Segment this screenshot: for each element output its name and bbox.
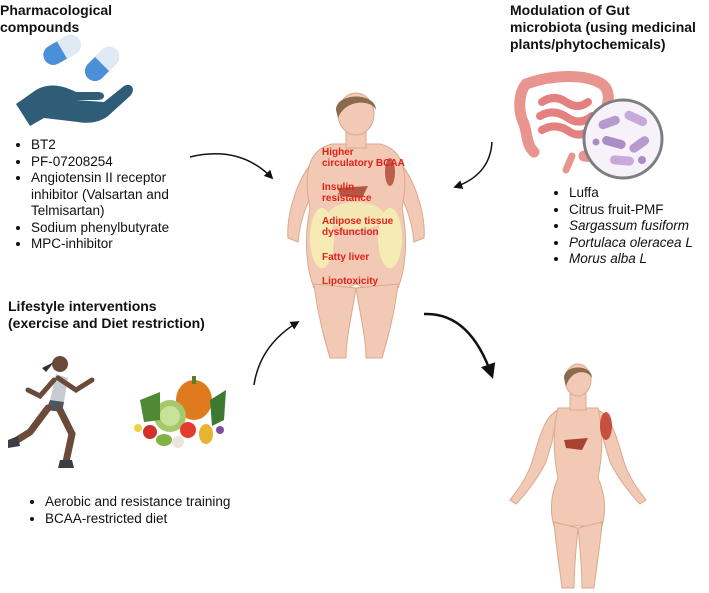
lifestyle-item: Aerobic and resistance training [45, 494, 245, 511]
arrow-gut-to-body [453, 141, 493, 189]
gut-title-line1: Modulation of Gut [510, 2, 630, 18]
lifestyle-title-line2: (exercise and Diet restriction) [8, 315, 205, 331]
pharma-title-line1: Pharmacological [0, 2, 113, 18]
arrow-lifestyle-to-body [253, 321, 300, 386]
pharma-title: Pharmacological compounds [0, 2, 112, 36]
condition-lipotoxicity: Lipotoxicity [322, 276, 379, 287]
condition-adipose-line1: Adipose tissue [322, 216, 394, 227]
condition-bcaa: Higher circulatory BCAA [322, 147, 405, 169]
gut-item: Morus alba L [569, 251, 709, 268]
lifestyle-title-line1: Lifestyle interventions [8, 298, 157, 314]
gut-item: Citrus fruit-PMF [569, 202, 709, 219]
gut-list: Luffa Citrus fruit-PMF Sargassum fusifor… [552, 185, 709, 268]
lifestyle-item: BCAA-restricted diet [45, 511, 245, 528]
arrow-body-to-healthy [423, 312, 496, 379]
pill-hand-icon [16, 35, 133, 126]
healthy-body-icon [509, 363, 647, 589]
gut-title: Modulation of Gut microbiota (using medi… [510, 2, 696, 53]
pharma-list: BT2 PF-07208254 Angiotensin II receptor … [14, 137, 206, 253]
gut-item: Sargassum fusiform [569, 218, 709, 235]
condition-bcaa-line2: circulatory BCAA [322, 158, 405, 169]
runner-icon [8, 356, 95, 468]
vegetables-icon [134, 376, 226, 448]
obese-body-icon [287, 92, 425, 359]
pharma-item: MPC-inhibitor [31, 236, 206, 253]
condition-fatty-liver: Fatty liver [322, 252, 370, 263]
condition-insulin-line1: Insulin [322, 182, 355, 193]
condition-insulin-line2: resistance [322, 193, 372, 204]
lifestyle-list: Aerobic and resistance training BCAA-res… [28, 494, 245, 527]
pharma-title-line2: compounds [0, 19, 80, 35]
lifestyle-title: Lifestyle interventions (exercise and Di… [8, 298, 205, 332]
pharma-item: Sodium phenylbutyrate [31, 220, 206, 237]
condition-bcaa-line1: Higher [322, 147, 354, 158]
condition-insulin: Insulin resistance [322, 182, 371, 204]
gut-item: Portulaca oleracea L [569, 235, 709, 252]
pharma-item: PF-07208254 [31, 154, 206, 171]
condition-adipose-line2: dysfunction [322, 227, 379, 238]
gut-title-line3: plants/phytochemicals) [510, 36, 666, 52]
gut-item: Luffa [569, 185, 709, 202]
bacteria-icon [582, 98, 664, 180]
pharma-item: Angiotensin II receptor inhibitor (Valsa… [31, 170, 206, 220]
arrow-pharma-to-body [189, 153, 274, 180]
gut-title-line2: microbiota (using medicinal [510, 19, 696, 35]
pharma-item: BT2 [31, 137, 206, 154]
condition-adipose: Adipose tissue dysfunction [322, 216, 393, 238]
